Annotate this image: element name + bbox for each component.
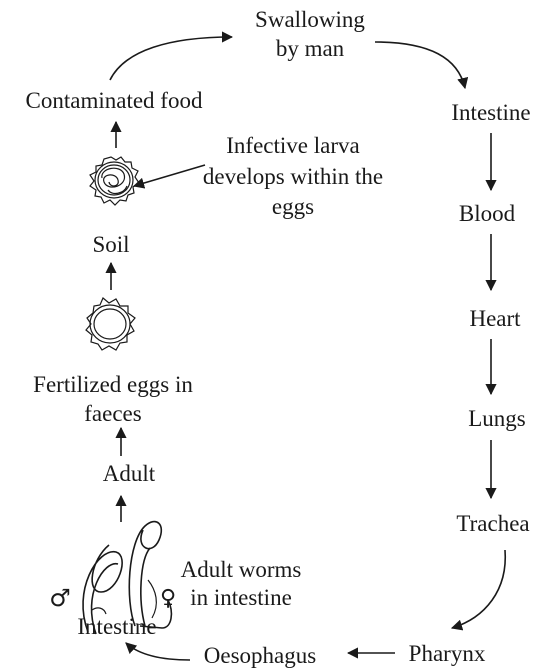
- pharynx-label: Pharynx: [409, 641, 486, 666]
- arrow-trachea-to-pharynx: [452, 550, 505, 628]
- infective-larva-label-line2: develops within the: [203, 164, 383, 189]
- heart-label: Heart: [469, 306, 521, 331]
- lungs-label: Lungs: [468, 406, 526, 431]
- adult-worms-label-line1: Adult worms: [181, 557, 302, 582]
- fertilized-eggs-label-line1: Fertilized eggs in: [33, 372, 193, 397]
- arrow-swallowing-to-intestine: [375, 42, 465, 88]
- contaminated-food-label: Contaminated food: [26, 88, 203, 113]
- arrow-infective-pointer: [134, 165, 205, 186]
- intestine-top-label: Intestine: [451, 100, 530, 125]
- adult-label: Adult: [103, 461, 156, 486]
- swallowing-label-line2: by man: [276, 36, 345, 61]
- soil-label: Soil: [92, 232, 129, 257]
- infective-larva-label-line3: eggs: [272, 194, 314, 219]
- trachea-label: Trachea: [456, 511, 529, 536]
- arrow-oesophagus-to-intestine: [126, 643, 190, 660]
- fertilized-egg-icon: [86, 298, 135, 350]
- male-symbol: ♂: [49, 584, 71, 612]
- oesophagus-label: Oesophagus: [204, 643, 316, 668]
- infective-larva-label-line1: Infective larva: [226, 133, 359, 158]
- fertilized-eggs-label-line2: faeces: [84, 401, 141, 426]
- arrow-food-to-swallowing: [110, 37, 232, 80]
- blood-label: Blood: [459, 201, 516, 226]
- adult-worms-label-line2: in intestine: [190, 585, 292, 610]
- female-symbol: ♀: [160, 586, 176, 611]
- swallowing-label-line1: Swallowing: [255, 7, 365, 32]
- larva-egg-icon: [90, 157, 139, 205]
